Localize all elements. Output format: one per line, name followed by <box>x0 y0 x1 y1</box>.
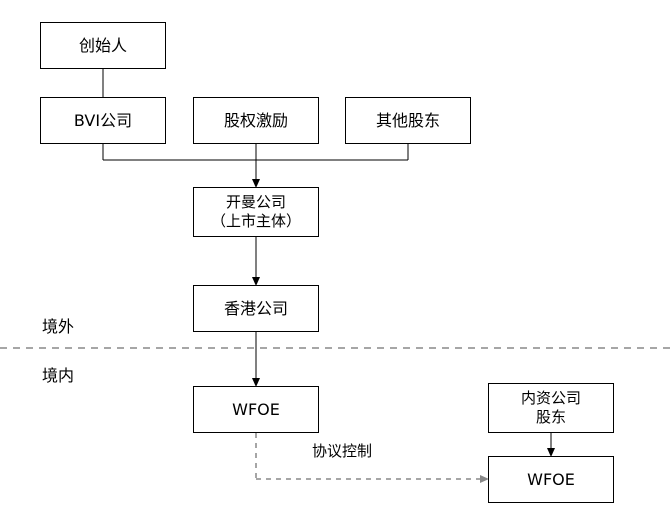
label-vie-agreement: 协议控制 <box>312 442 373 460</box>
node-wfoe-label: WFOE <box>232 399 280 419</box>
node-wfoe[interactable]: WFOE <box>193 386 319 433</box>
node-hongkong[interactable]: 香港公司 <box>193 285 319 332</box>
node-cayman-label: 开曼公司 （上市主体） <box>210 193 301 230</box>
node-founder[interactable]: 创始人 <box>40 22 166 69</box>
node-domestic-shareholder-label: 内资公司 股东 <box>520 389 581 426</box>
node-hongkong-label: 香港公司 <box>223 298 288 318</box>
node-domestic-shareholder[interactable]: 内资公司 股东 <box>488 383 614 433</box>
label-onshore: 境内 <box>42 366 75 385</box>
node-esop[interactable]: 股权激励 <box>193 97 319 144</box>
node-cayman[interactable]: 开曼公司 （上市主体） <box>193 187 319 237</box>
node-bvi-label: BVI公司 <box>73 110 133 130</box>
node-founder-label: 创始人 <box>78 35 127 55</box>
node-other-shareholders-label: 其他股东 <box>375 110 440 130</box>
node-bvi[interactable]: BVI公司 <box>40 97 166 144</box>
node-wfoe-domestic[interactable]: WFOE <box>488 456 614 503</box>
node-other-shareholders[interactable]: 其他股东 <box>345 97 471 144</box>
label-offshore: 境外 <box>42 317 75 336</box>
node-wfoe-domestic-label: WFOE <box>527 469 575 489</box>
node-esop-label: 股权激励 <box>223 110 288 130</box>
